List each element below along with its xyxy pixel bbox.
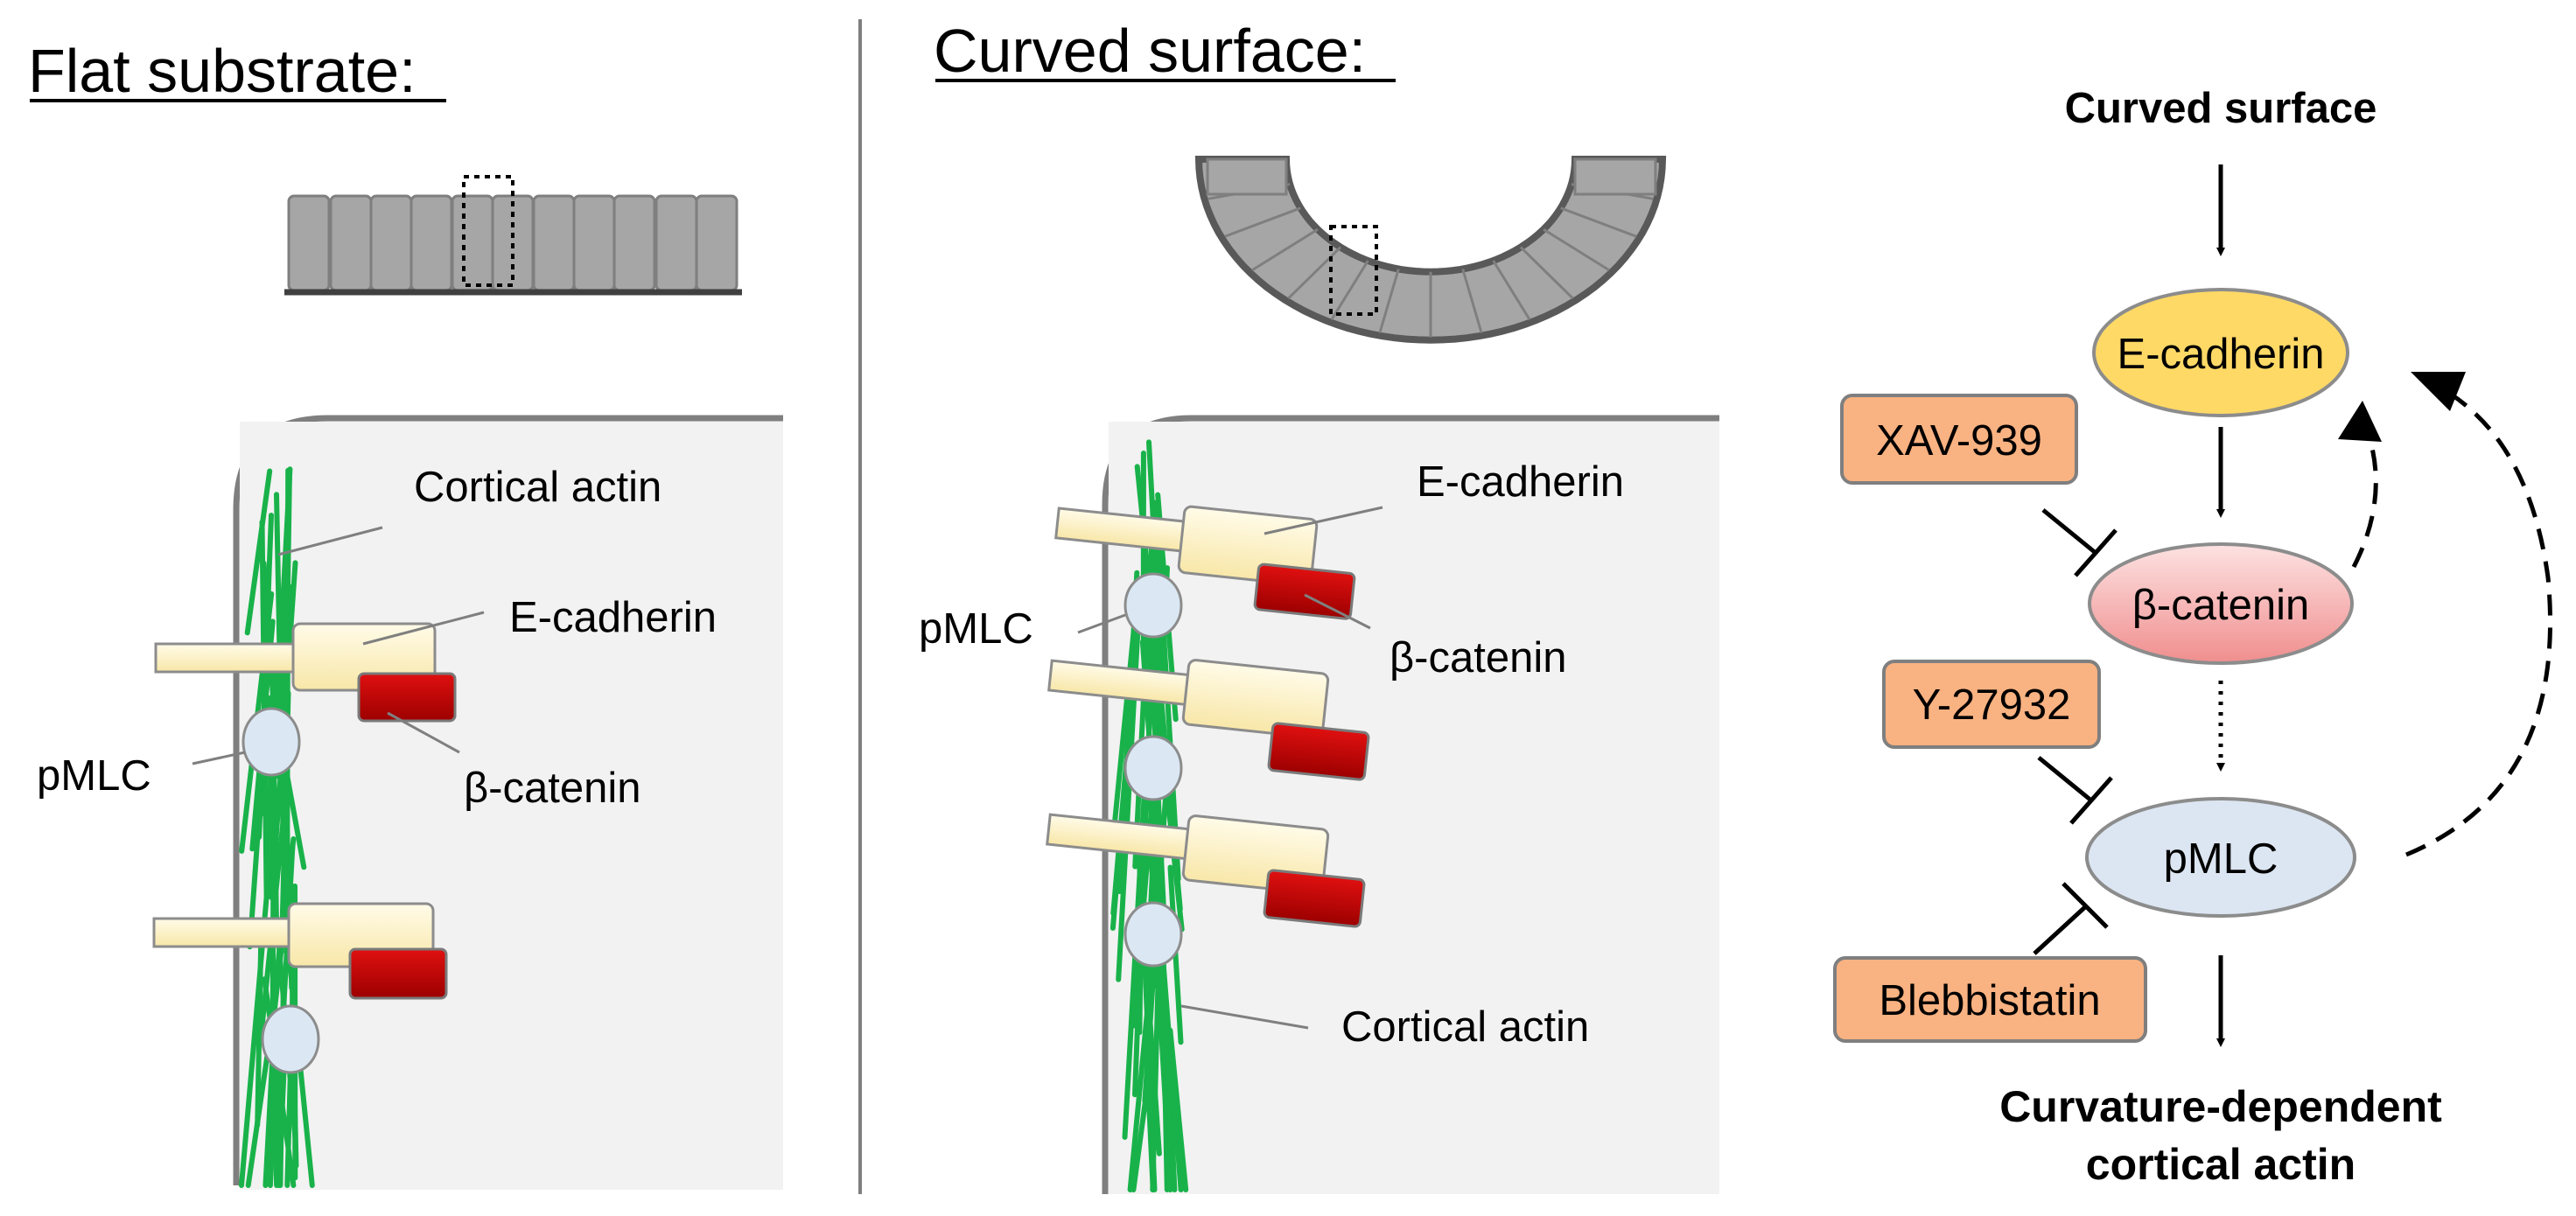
- flat-label-e-cadherin: E-cadherin: [509, 594, 717, 641]
- leader-line: [1180, 1004, 1309, 1030]
- curved-label-e-cadherin: E-cadherin: [1417, 458, 1624, 506]
- epithelial-cell: [329, 194, 373, 292]
- beta-catenin-block: [357, 672, 457, 723]
- inhibitor-y27632: [1882, 660, 2101, 749]
- actin-filament: [255, 943, 264, 1129]
- inhibit-bar-bleb: [2062, 882, 2109, 929]
- node-pmlc: [2085, 797, 2356, 918]
- actin-filament: [1141, 950, 1158, 1192]
- epithelial-cell: [451, 194, 494, 292]
- rim-cell: [1573, 157, 1657, 196]
- curved-label-pmlc: pMLC: [919, 605, 1033, 653]
- pmlc-circle: [1124, 572, 1183, 639]
- pmlc-circle: [261, 1004, 320, 1074]
- flat-label-pmlc: pMLC: [37, 752, 151, 800]
- cell-boundary: [1251, 227, 1319, 272]
- cell-boundary: [1519, 246, 1574, 300]
- dashed-arrow-head-pmlc: [2411, 372, 2466, 411]
- epithelial-cell: [654, 194, 698, 292]
- inhibitor-blebbistatin-label: Blebbistatin: [1879, 977, 2100, 1024]
- inhibit-line-xav: [2041, 508, 2097, 555]
- epithelial-cell: [695, 194, 738, 292]
- cell-boundary: [1330, 260, 1369, 321]
- flat-epithelium: [287, 175, 738, 292]
- cell-boundary: [1378, 269, 1400, 333]
- flat-label-cortical-actin: Cortical actin: [414, 464, 662, 511]
- e-cadherin-block: [1181, 659, 1330, 739]
- beta-catenin-block: [1253, 563, 1356, 620]
- e-cadherin-tail: [152, 917, 296, 948]
- cell-boundary: [1543, 227, 1610, 272]
- inhibitor-xav939-label: XAV-939: [1876, 417, 2042, 465]
- rim-cell: [1206, 157, 1288, 196]
- cell-boundary: [1224, 206, 1301, 238]
- leader-line: [192, 751, 246, 765]
- epithelial-cell: [410, 194, 453, 292]
- cell-boundary: [1287, 246, 1342, 300]
- flat-junction-upper: [154, 622, 457, 777]
- curved-epithelium: [1194, 156, 1667, 344]
- node-pmlc-label: pMLC: [2164, 835, 2278, 883]
- selection-box: [1329, 225, 1378, 316]
- inhibit-bar-xav: [2074, 528, 2118, 577]
- inhibitor-blebbistatin: [1833, 956, 2147, 1043]
- node-e-cadherin: [2092, 288, 2349, 417]
- flat-label-beta-catenin: β-catenin: [464, 765, 641, 812]
- cell-boundary: [1560, 206, 1637, 238]
- node-e-cadherin-label: E-cadherin: [2118, 331, 2325, 378]
- flat-junction-lower: [152, 902, 448, 1074]
- inhibit-line-y: [2037, 756, 2093, 802]
- epithelial-cell: [572, 194, 616, 292]
- cell-boundary: [1492, 260, 1531, 321]
- curved-junction-2: [1047, 659, 1370, 801]
- pmlc-circle: [1124, 901, 1183, 968]
- actin-filament: [1159, 953, 1184, 1192]
- actin-filament: [277, 969, 287, 1188]
- epithelial-cell: [612, 194, 656, 292]
- e-cadherin-tail: [154, 642, 298, 674]
- beta-catenin-block: [1263, 869, 1366, 928]
- leader-line: [1304, 593, 1371, 630]
- leader-line: [1264, 506, 1383, 535]
- inhibit-bar-y: [2069, 776, 2113, 825]
- actin-filament: [258, 584, 293, 818]
- leader-line: [387, 711, 460, 754]
- curved-heading: Curved surface:: [934, 17, 1366, 85]
- beta-catenin-block: [1267, 722, 1370, 781]
- node-beta-catenin: [2088, 542, 2354, 665]
- epithelial-cell: [287, 194, 331, 292]
- beta-catenin-block: [348, 947, 448, 1000]
- curved-junction-1: [1054, 505, 1356, 639]
- curved-junction-3: [1046, 813, 1366, 968]
- flat-cell-interior: [240, 422, 783, 1190]
- pmlc-circle: [242, 707, 301, 777]
- pathway-output-line2: cortical actin: [2086, 1140, 2356, 1189]
- leader-line: [362, 611, 485, 646]
- leader-line: [277, 526, 383, 556]
- pmlc-circle: [1124, 735, 1183, 801]
- actin-filament: [244, 468, 273, 636]
- pathway-title: Curved surface: [2065, 85, 2377, 132]
- inhibit-line-bleb: [2033, 904, 2089, 955]
- curved-label-cortical-actin: Cortical actin: [1341, 1003, 1589, 1051]
- actin-filament: [1159, 960, 1170, 1192]
- flat-heading: Flat substrate:: [28, 37, 416, 105]
- dashed-arrow-head-catenin: [2338, 401, 2382, 442]
- epithelial-cell: [369, 194, 413, 292]
- cell-boundary: [1461, 269, 1483, 333]
- pathway-output-line1: Curvature-dependent: [1999, 1082, 2442, 1131]
- selection-box: [462, 175, 514, 287]
- node-beta-catenin-label: β-catenin: [2132, 582, 2310, 629]
- dashed-arrow-pmlc-to-ecadherin: [2405, 384, 2552, 857]
- inhibitor-y27632-label: Y-27932: [1913, 681, 2071, 729]
- leader-line: [1077, 613, 1126, 634]
- epithelial-cell: [532, 194, 576, 292]
- inhibitor-xav939: [1840, 394, 2078, 485]
- curved-label-beta-catenin: β-catenin: [1390, 634, 1567, 681]
